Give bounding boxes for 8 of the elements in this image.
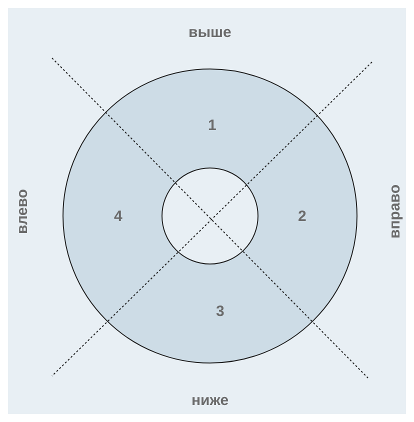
direction-label: влево xyxy=(14,188,30,234)
direction-label: выше xyxy=(188,24,232,40)
sector-number: 4 xyxy=(114,208,122,224)
sector-number: 1 xyxy=(208,118,216,132)
direction-label: ниже xyxy=(192,392,229,408)
direction-label: вправо xyxy=(388,184,402,238)
sector-number: 3 xyxy=(216,304,224,318)
sector-number: 2 xyxy=(298,208,306,224)
